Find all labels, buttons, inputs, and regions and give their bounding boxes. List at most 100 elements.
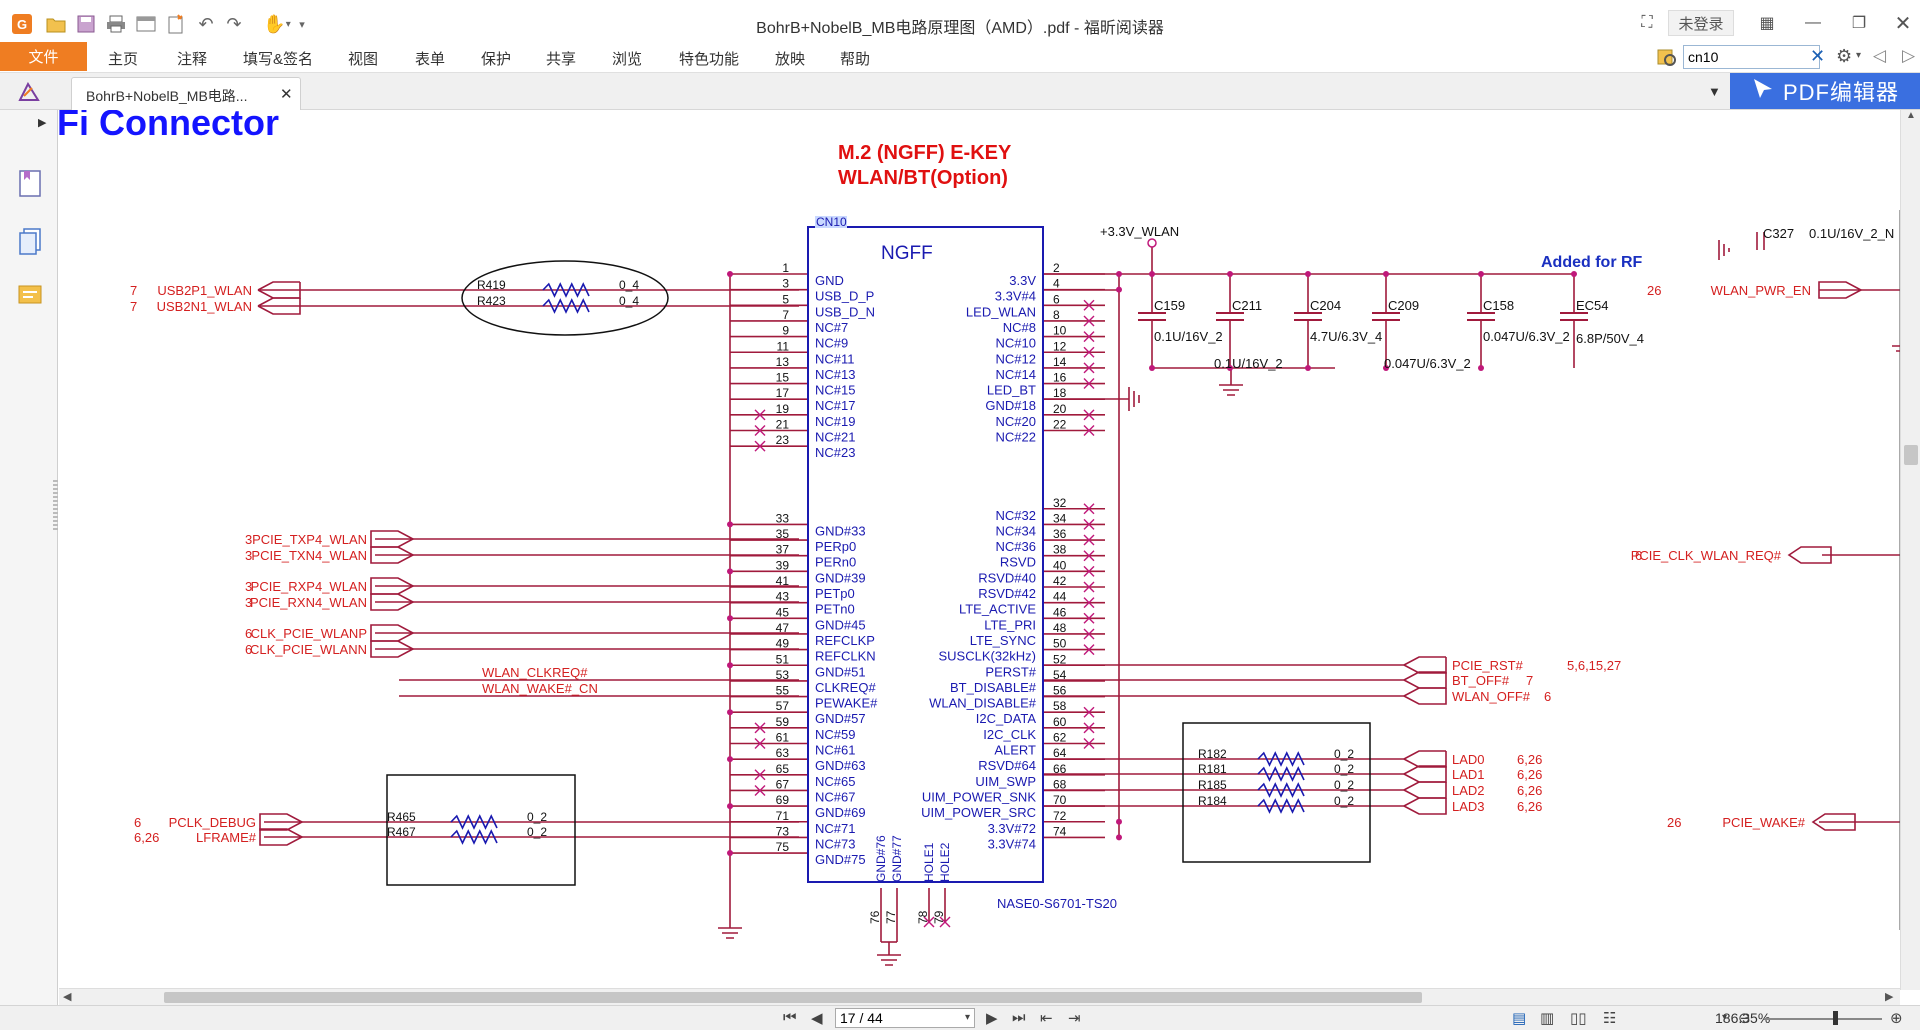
layout-icon[interactable]: ▦ <box>1759 15 1775 32</box>
menu-comment[interactable]: 注释 <box>177 51 208 68</box>
nc-mark-left <box>754 738 766 749</box>
single-page-view-icon[interactable]: ▤ <box>1512 1010 1527 1027</box>
resistor-symbol <box>450 814 498 830</box>
menu-browse[interactable]: 浏览 <box>612 51 643 68</box>
menu-slideshow[interactable]: 放映 <box>775 51 806 68</box>
foxit-logo-icon: G <box>10 12 34 36</box>
zoom-slider-thumb[interactable] <box>1833 1011 1838 1025</box>
previous-view-icon[interactable]: ⇤ <box>1040 1010 1053 1027</box>
net-label: PCIE_CLK_WLAN_REQ# <box>1631 548 1782 563</box>
continuous-view-icon[interactable]: ▥ <box>1540 1010 1555 1027</box>
search-input[interactable] <box>1683 45 1820 69</box>
horizontal-scroll-thumb[interactable] <box>164 992 1422 1003</box>
close-tab-icon[interactable]: ✕ <box>280 86 293 103</box>
continuous-facing-view-icon[interactable]: ☷ <box>1603 1010 1617 1027</box>
comments-panel-icon[interactable] <box>17 283 43 313</box>
net-page-ref: 3 <box>245 532 252 547</box>
vertical-scroll-thumb[interactable] <box>1904 445 1918 465</box>
pin-name-right: RSVD#64 <box>978 758 1036 773</box>
pin-name-right: PERST# <box>985 664 1036 679</box>
zoom-in-icon[interactable]: ⊕ <box>1890 1010 1903 1027</box>
menu-file[interactable]: 文件 <box>0 42 87 71</box>
ground-symbols <box>718 240 1900 966</box>
document-tab[interactable]: BohrB+NobelB_MB电路... ✕ <box>71 77 301 110</box>
sidebar-resize-handle[interactable] <box>53 480 58 530</box>
menu-fill-sign[interactable]: 填写&签名 <box>243 51 314 68</box>
net-label: PCIE_RXP4_WLAN <box>251 579 367 594</box>
close-button[interactable]: ✕ <box>1894 12 1912 35</box>
window-icon[interactable] <box>134 12 158 36</box>
junction-dot <box>1116 834 1122 841</box>
zoom-slider[interactable] <box>1764 1018 1882 1020</box>
new-doc-icon[interactable] <box>164 12 188 36</box>
nc-mark-left <box>754 769 766 781</box>
scroll-left-icon[interactable]: ◀ <box>63 991 72 1003</box>
scroll-up-icon[interactable]: ▲ <box>1906 110 1916 121</box>
redo-icon[interactable]: ↷ <box>226 13 242 34</box>
tab-list-chevron-icon[interactable]: ▼ <box>1708 84 1721 99</box>
nc-mark-bottom <box>923 916 935 928</box>
pin-number-right: 2 <box>1053 261 1060 275</box>
chevron-down-icon[interactable]: ▾ <box>1856 50 1862 61</box>
connector-subtitle: WLAN/BT(Option) <box>838 167 1008 189</box>
nc-mark-right <box>1083 362 1095 374</box>
pin-number-right: 6 <box>1053 292 1060 306</box>
menu-form[interactable]: 表单 <box>415 51 446 68</box>
pin-number-right: 56 <box>1053 684 1067 698</box>
resistor-ref: R182 <box>1198 747 1227 761</box>
prev-result-icon[interactable]: ◁ <box>1873 46 1887 65</box>
menu-features[interactable]: 特色功能 <box>679 51 740 68</box>
pin-number-left: 41 <box>776 574 790 588</box>
pin-name-left: NC#23 <box>815 445 855 460</box>
zoom-out-icon[interactable]: ⊖ <box>1738 1010 1751 1027</box>
customize-toolbar-icon[interactable]: ▾ <box>299 18 305 31</box>
save-icon[interactable] <box>74 12 98 36</box>
zoom-level[interactable]: 186.35% <box>1715 1010 1771 1026</box>
clear-search-icon[interactable]: ✕ <box>1810 46 1826 66</box>
login-button[interactable]: 未登录 <box>1668 10 1734 36</box>
scroll-right-icon[interactable]: ▶ <box>1885 991 1894 1003</box>
expand-sidebar-icon[interactable]: ▶ <box>38 117 47 129</box>
search-options-icon[interactable] <box>1656 46 1678 71</box>
page-dropdown-chevron-icon[interactable]: ▾ <box>965 1012 971 1023</box>
menu-share[interactable]: 共享 <box>546 51 577 68</box>
pin-name-left: USB_D_N <box>815 304 875 319</box>
pin-number-right: 16 <box>1053 371 1067 385</box>
menu-home[interactable]: 主页 <box>108 51 139 68</box>
pin-name-left: GND#63 <box>815 758 866 773</box>
next-page-icon[interactable]: ▶ <box>986 1010 998 1027</box>
menu-help[interactable]: 帮助 <box>840 51 871 68</box>
minimize-button[interactable]: — <box>1805 14 1821 31</box>
horizontal-scrollbar[interactable]: ◀ ▶ <box>59 988 1900 1005</box>
next-view-icon[interactable]: ⇥ <box>1068 1010 1081 1027</box>
pages-panel-icon[interactable] <box>17 226 43 256</box>
prev-page-icon[interactable]: ◀ <box>811 1010 823 1027</box>
restore-button[interactable]: ❐ <box>1851 15 1867 32</box>
capacitor-value: 0.047U/6.3V_2 <box>1483 329 1570 344</box>
hand-tool-icon[interactable]: ✋▾ <box>263 13 291 34</box>
zoom-dropdown-chevron-icon[interactable]: ▾ <box>1722 1012 1728 1023</box>
net-page-ref: 6 <box>245 642 252 657</box>
page-number-input[interactable] <box>835 1008 975 1028</box>
bookmark-panel-icon[interactable] <box>17 168 43 198</box>
next-result-icon[interactable]: ▷ <box>1902 46 1916 65</box>
print-icon[interactable] <box>104 12 128 36</box>
open-icon[interactable] <box>44 12 68 36</box>
pin-number-right: 54 <box>1053 668 1067 682</box>
undo-icon[interactable]: ↶ <box>198 13 214 34</box>
vertical-scrollbar[interactable]: ▲ <box>1900 110 1920 990</box>
pin-name-left: GND#39 <box>815 570 866 585</box>
last-page-icon[interactable]: ⏭ <box>1012 1009 1026 1026</box>
port-arrow-icon <box>370 577 415 595</box>
cloud-icon[interactable]: ⛶ <box>1641 14 1653 31</box>
net-page-ref: 7 <box>130 283 137 298</box>
nc-mark-left <box>754 722 766 734</box>
pdf-editor-button[interactable]: PDF编辑器 <box>1730 73 1920 109</box>
first-page-icon[interactable]: ⏮ <box>783 1009 797 1026</box>
menu-view[interactable]: 视图 <box>348 51 379 68</box>
net-page-ref: 6,26 <box>1517 783 1542 798</box>
facing-view-icon[interactable]: ▯▯ <box>1570 1010 1587 1027</box>
menu-protect[interactable]: 保护 <box>481 51 512 68</box>
settings-icon[interactable]: ⚙ <box>1836 46 1853 66</box>
pin-name-left: NC#11 <box>815 351 855 366</box>
